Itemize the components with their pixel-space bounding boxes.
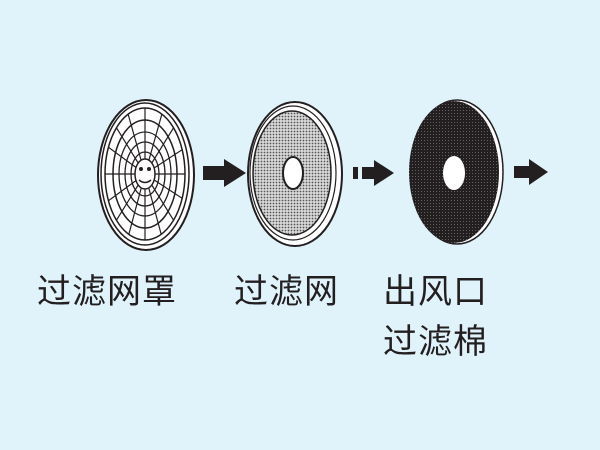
outlet-label: 出风口 [383, 272, 488, 312]
arrow-right-icon [203, 159, 246, 187]
filter-cotton-label: 过滤棉 [383, 322, 488, 362]
outlet-filter-cotton-icon [409, 99, 504, 245]
arrow-right-dashed-icon [353, 160, 394, 186]
filter-mesh-icon [247, 101, 343, 247]
filter-mesh-label: 过滤网 [234, 272, 339, 312]
arrow-right-icon [514, 159, 548, 185]
filter-cover-icon [97, 99, 195, 251]
filter-cover-label: 过滤网罩 [37, 272, 177, 312]
